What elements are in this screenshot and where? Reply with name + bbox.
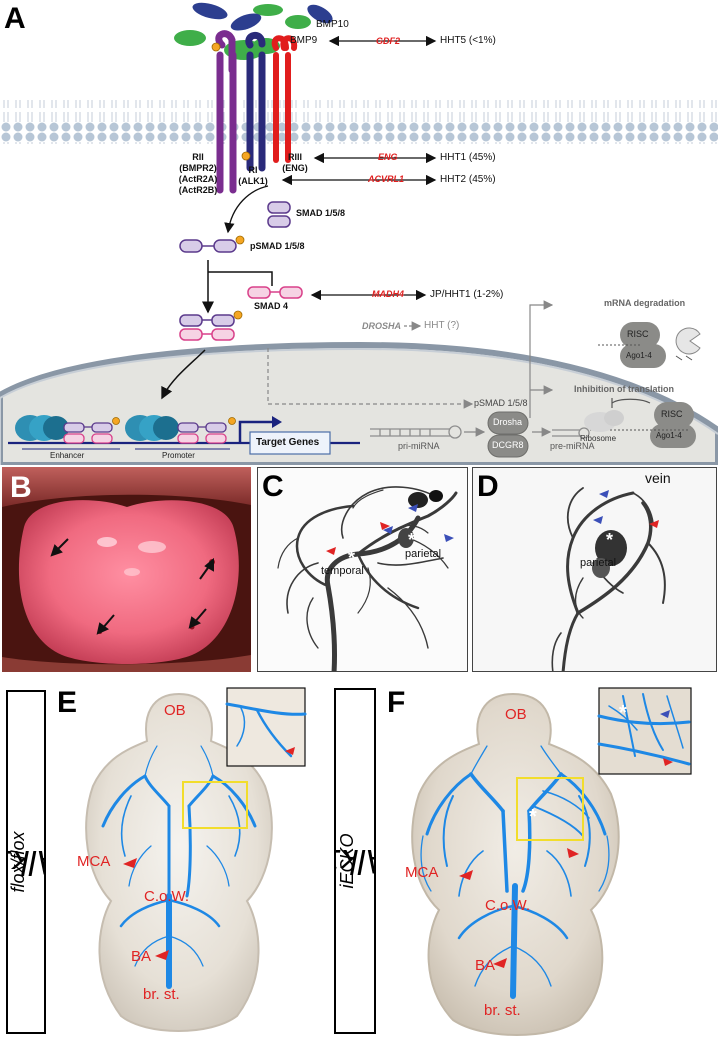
nucleosomes [15, 415, 179, 441]
tongue-photo [2, 467, 251, 672]
brain-outline [85, 692, 273, 1032]
bmp9-label: BMP9 [290, 35, 318, 46]
f-asterisk-main: * [529, 806, 537, 828]
f-brst-label: br. st. [484, 1002, 521, 1019]
angiogram-frontal [551, 487, 666, 671]
receptor-riii [271, 35, 298, 163]
f-ba-label: BA [475, 957, 496, 974]
e-brst-label: br. st. [143, 986, 180, 1003]
brain-photo-iecko [411, 687, 692, 1036]
smad4-label: SMAD 4 [254, 301, 289, 311]
jp-hht1-label: JP/HHT1 (1-2%) [430, 289, 504, 300]
drosha-box [487, 411, 529, 435]
zoom-region-box-f [516, 777, 584, 841]
hht-q-label: HHT (?) [424, 320, 460, 331]
panel-a-label: A [4, 2, 26, 35]
e-ba-label: BA [131, 948, 152, 965]
tongue [18, 500, 239, 664]
ago-top-label: Ago1-4 [626, 351, 652, 360]
e-ob-label: OB [164, 702, 186, 719]
cell-membrane [0, 100, 718, 144]
smad-complex [179, 310, 243, 341]
panel-f-label: F [387, 686, 406, 719]
e-mca-label: MCA [77, 853, 111, 870]
target-genes-box [249, 431, 331, 455]
pri-mirna-label: pri-miRNA [398, 441, 440, 451]
f-ob-label: OB [505, 706, 527, 723]
dgcr8-label: DCGR8 [492, 440, 524, 450]
receptor-rii [215, 30, 237, 194]
panel-c: C temporal parietal * * [257, 467, 468, 672]
panel-c-label: C [262, 470, 284, 503]
ligands [174, 2, 333, 60]
pri-mirna [370, 425, 462, 439]
zoom-region-box [182, 781, 248, 829]
eng-gene: ENG [378, 152, 398, 162]
psmad-158 [179, 235, 245, 253]
panel-f: F OB MCA C.o.W. BA br. st. * * [383, 686, 718, 1036]
smad-4 [247, 286, 303, 299]
d-asterisk: * [606, 530, 614, 550]
temporal-label: temporal [321, 565, 364, 577]
temporal-asterisk: * [348, 548, 356, 568]
vein-label: vein [645, 470, 671, 486]
e-cow-label: C.o.W. [144, 888, 190, 905]
risc-bottom-label: RISC [661, 409, 683, 419]
panel-b: B [2, 467, 251, 672]
genotype-flox-label: Alk1flox/flox [6, 690, 46, 1034]
risc-top-label: RISC [627, 329, 649, 339]
mrna-degradation-label: mRNA degradation [604, 298, 686, 308]
parietal-asterisk: * [408, 530, 416, 550]
riii-label: RIII(ENG) [282, 152, 308, 173]
panel-d: D vein parietal * [472, 467, 717, 672]
hht5-label: HHT5 (<1%) [440, 35, 496, 46]
risc-translation [584, 398, 696, 448]
f-mca-label: MCA [405, 864, 439, 881]
ri-label: RI(ALK1) [238, 165, 268, 186]
madh4-gene: MADH4 [372, 289, 405, 299]
brain-photo-flox [85, 687, 307, 1032]
psmad158-label: pSMAD 1/5/8 [250, 241, 305, 251]
panel-d-label: D [477, 470, 499, 503]
complexes-on-dna [63, 417, 236, 444]
f-cow-label: C.o.W. [485, 897, 531, 914]
psmad-nuc-label: pSMAD 1/5/8 [474, 398, 528, 408]
ago-bottom-label: Ago1-4 [656, 431, 682, 440]
parietal-d-label: parietal [580, 557, 617, 569]
rii-label: RII(BMPR2)(ActR2A)(ActR2B) [178, 152, 218, 195]
genotype-iecko-label: Alk1iECKO [334, 688, 376, 1034]
parietal-label: parietal [405, 548, 442, 560]
enhancer-label: Enhancer [50, 451, 85, 460]
pre-mirna [552, 427, 590, 439]
gdf2-gene: GDF2 [376, 36, 401, 46]
ribosome-label: Ribosome [580, 434, 617, 443]
smad158-label: SMAD 1/5/8 [296, 208, 346, 218]
drosha-label: Drosha [493, 417, 523, 427]
panel-a-diagram [0, 2, 718, 465]
hht2-label: HHT2 (45%) [440, 174, 496, 185]
acvrl1-gene: ACVRL1 [368, 174, 405, 184]
f-asterisk-inset: * [619, 702, 627, 724]
target-genes-label: Target Genes [256, 437, 320, 448]
hht1-label: HHT1 (45%) [440, 152, 496, 163]
drosha-gene: DROSHA [362, 321, 402, 331]
angiogram-lateral [277, 486, 458, 671]
receptor-ri [245, 32, 266, 172]
pre-mirna-label: pre-miRNA [550, 441, 595, 451]
panel-e: E OB MCA C.o.W. BA br. st. [51, 686, 307, 1036]
nucleus [0, 341, 718, 465]
dgcr8-box [487, 434, 529, 458]
panel-b-label: B [10, 471, 32, 504]
panel-a: A BMP10 BMP9 GDF2 HHT5 (<1%) RII(BMPR2)(… [0, 0, 718, 465]
smad-158 [267, 201, 291, 228]
promoter-label: Promoter [162, 451, 195, 460]
inhibition-translation-label: Inhibition of translation [574, 384, 674, 394]
bmp10-label: BMP10 [316, 19, 349, 30]
risc-degradation [598, 322, 701, 368]
panel-e-label: E [57, 686, 78, 719]
